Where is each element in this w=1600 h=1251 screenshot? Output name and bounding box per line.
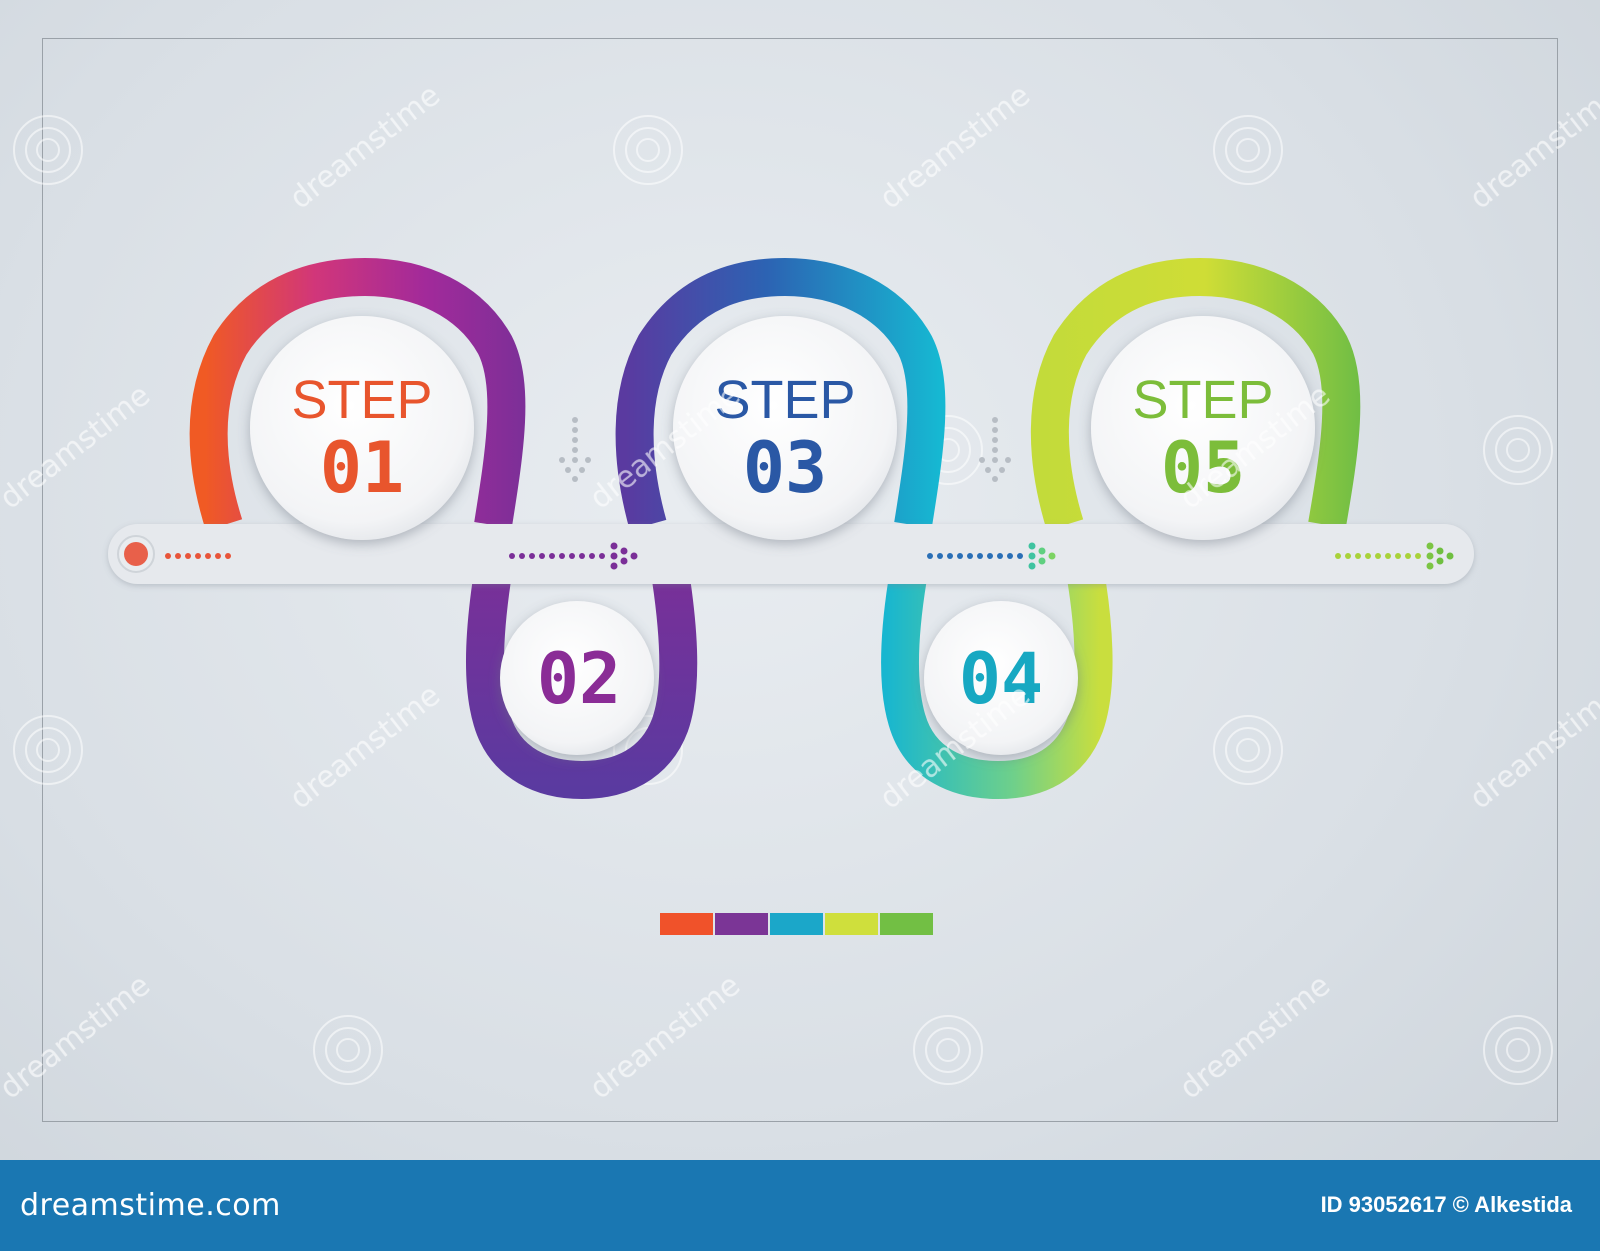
- watermark-text: dreamstime: [873, 78, 1037, 217]
- frame-border: [42, 38, 1558, 1122]
- step-04-number: 04: [959, 638, 1043, 720]
- ribbon-step-02: [466, 556, 698, 800]
- timeline-bar: [108, 524, 1474, 584]
- infographic-canvas: STEP 01 02 STEP 03 04 STEP 05 dreamstime…: [0, 38, 1600, 1122]
- step-02-number: 02: [537, 638, 621, 720]
- watermark-text: dreamstime: [283, 78, 447, 217]
- palette-swatch: [660, 913, 713, 935]
- step-01-label: STEP: [291, 370, 432, 430]
- watermark-spiral-icon: [13, 715, 83, 785]
- color-palette: [660, 913, 933, 935]
- watermark-brand: dreamstime.com: [20, 1188, 281, 1223]
- step-02-disc: [500, 601, 654, 755]
- watermark-footer-bar: dreamstime.com ID 93052617 © Alkestida: [0, 1160, 1600, 1251]
- palette-swatch: [880, 913, 933, 935]
- palette-swatch: [825, 913, 878, 935]
- down-arrow-dots-2: [979, 417, 1011, 482]
- watermark-spiral-icon: [1213, 715, 1283, 785]
- image-credit: ID 93052617 © Alkestida: [1320, 1192, 1572, 1217]
- step-diagram: STEP 01 02 STEP 03 04 STEP 05 dreamstime…: [0, 78, 1600, 1107]
- ribbon-step-03: [615, 257, 946, 531]
- palette-swatch: [770, 913, 823, 935]
- watermark-spiral-icon: [313, 1015, 383, 1085]
- arrow-dots-4: [1335, 542, 1454, 570]
- watermark-spiral-icon: [913, 1015, 983, 1085]
- watermark-spiral-icon: [613, 115, 683, 185]
- ribbon-step-04: [881, 556, 1113, 800]
- watermark-text: dreamstime: [1173, 968, 1337, 1107]
- timeline-start-dot-inner: [124, 542, 148, 566]
- watermark-text: dreamstime: [583, 968, 747, 1107]
- arrow-dots-3: [927, 542, 1056, 570]
- step-05-label: STEP: [1132, 370, 1273, 430]
- arrow-dots-1: [165, 553, 231, 559]
- step-03-number: 03: [743, 427, 827, 509]
- ribbon-step-01: [189, 257, 526, 531]
- down-arrow-dots-1: [559, 417, 591, 482]
- step-03-label: STEP: [714, 370, 855, 430]
- watermark-text: dreamstime: [1463, 78, 1600, 217]
- palette-swatch: [715, 913, 768, 935]
- arrow-dots-2: [509, 542, 638, 570]
- watermark-spiral-icon: [1483, 1015, 1553, 1085]
- watermark-text: dreamstime: [0, 968, 157, 1107]
- watermark-text: dreamstime: [283, 678, 447, 817]
- step-05-number: 05: [1161, 427, 1245, 509]
- watermark-text: dreamstime: [1463, 678, 1600, 817]
- watermark-spiral-icon: [1213, 115, 1283, 185]
- step-01-number: 01: [320, 427, 404, 509]
- watermark-text: dreamstime: [0, 378, 157, 517]
- step-05-disc: [1091, 316, 1315, 540]
- watermark-spiral-icon: [13, 115, 83, 185]
- step-01-disc: [250, 316, 474, 540]
- step-03-disc: [673, 316, 897, 540]
- watermark-text-layer: dreamstime dreamstime dreamstime dreamst…: [0, 78, 1600, 1107]
- step-04-disc: [924, 601, 1078, 755]
- ribbon-step-05: [1030, 257, 1361, 531]
- watermark-spiral-icon: [1483, 415, 1553, 485]
